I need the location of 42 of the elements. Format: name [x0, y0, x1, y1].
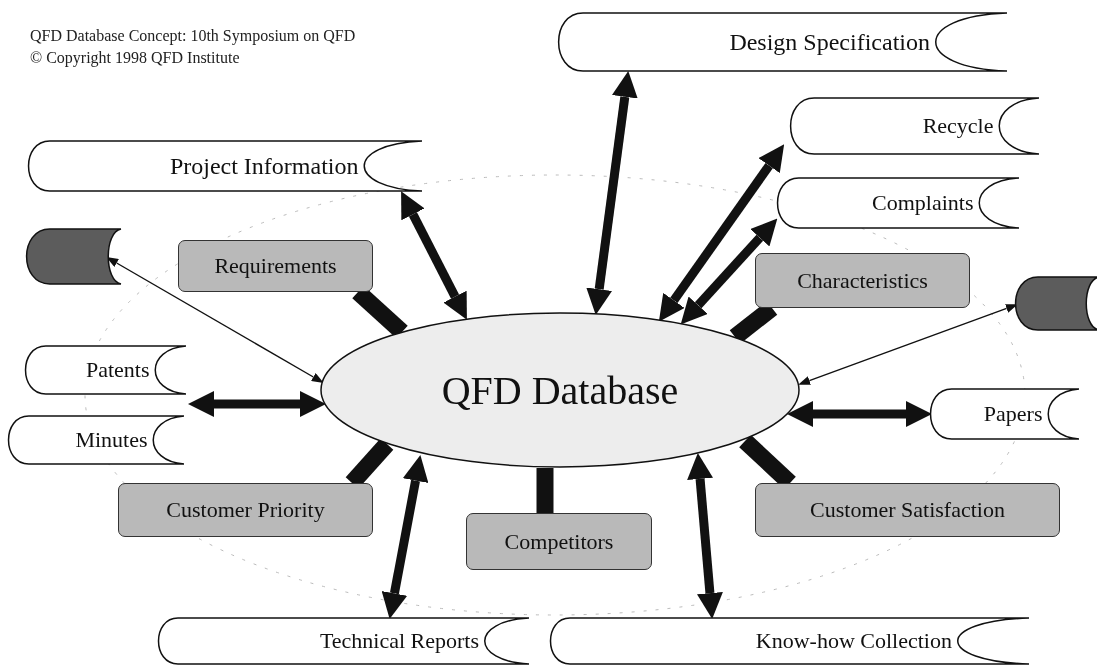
scroll-shape	[25, 345, 187, 395]
double-arrow	[381, 455, 429, 619]
dark-scroll-shape	[1015, 276, 1097, 331]
double-arrow	[401, 191, 467, 320]
node-label: Characteristics	[796, 266, 929, 295]
node-label: Technical Reports	[318, 627, 480, 655]
scroll-shape	[777, 177, 1020, 229]
double-arrow	[680, 218, 778, 325]
scroll-shape	[28, 140, 423, 192]
node-label: Customer Satisfaction	[809, 496, 1006, 524]
scroll-shape	[158, 617, 530, 665]
connector-bar	[536, 468, 554, 513]
scroll-shape	[790, 97, 1040, 155]
dark-scroll-shape	[26, 228, 122, 285]
node-label: Competitors	[503, 527, 615, 556]
double-arrow	[658, 144, 785, 322]
node-label: Know-how Collection	[754, 627, 953, 655]
double-arrow	[188, 391, 326, 417]
node-label: Requirements	[213, 252, 338, 280]
node-label: Customer Priority	[165, 496, 326, 524]
node-label: Papers	[982, 400, 1044, 428]
node-label: Recycle	[921, 112, 995, 140]
caption-note: QFD Database Concept: 10th Symposium on QFD	[30, 27, 356, 45]
category-box	[755, 483, 1060, 537]
category-box	[178, 240, 373, 292]
node-label: Project Information	[168, 151, 360, 181]
caption-note: © Copyright 1998 QFD Institute	[30, 49, 240, 67]
node-label: Design Specification	[728, 27, 931, 57]
scroll-shape	[550, 617, 1030, 665]
node-label: Patents	[84, 356, 151, 384]
node-label: Minutes	[74, 426, 149, 454]
node-label: QFD Database	[440, 366, 680, 415]
scroll-shape	[558, 12, 1008, 72]
scroll-shape	[930, 388, 1080, 440]
double-arrow	[586, 71, 638, 315]
category-box	[755, 253, 970, 308]
category-box	[118, 483, 373, 537]
double-arrow	[687, 453, 723, 619]
node-label: Complaints	[871, 189, 975, 217]
database-ellipse	[320, 312, 800, 468]
scroll-shape	[8, 415, 185, 465]
category-box	[466, 513, 652, 570]
